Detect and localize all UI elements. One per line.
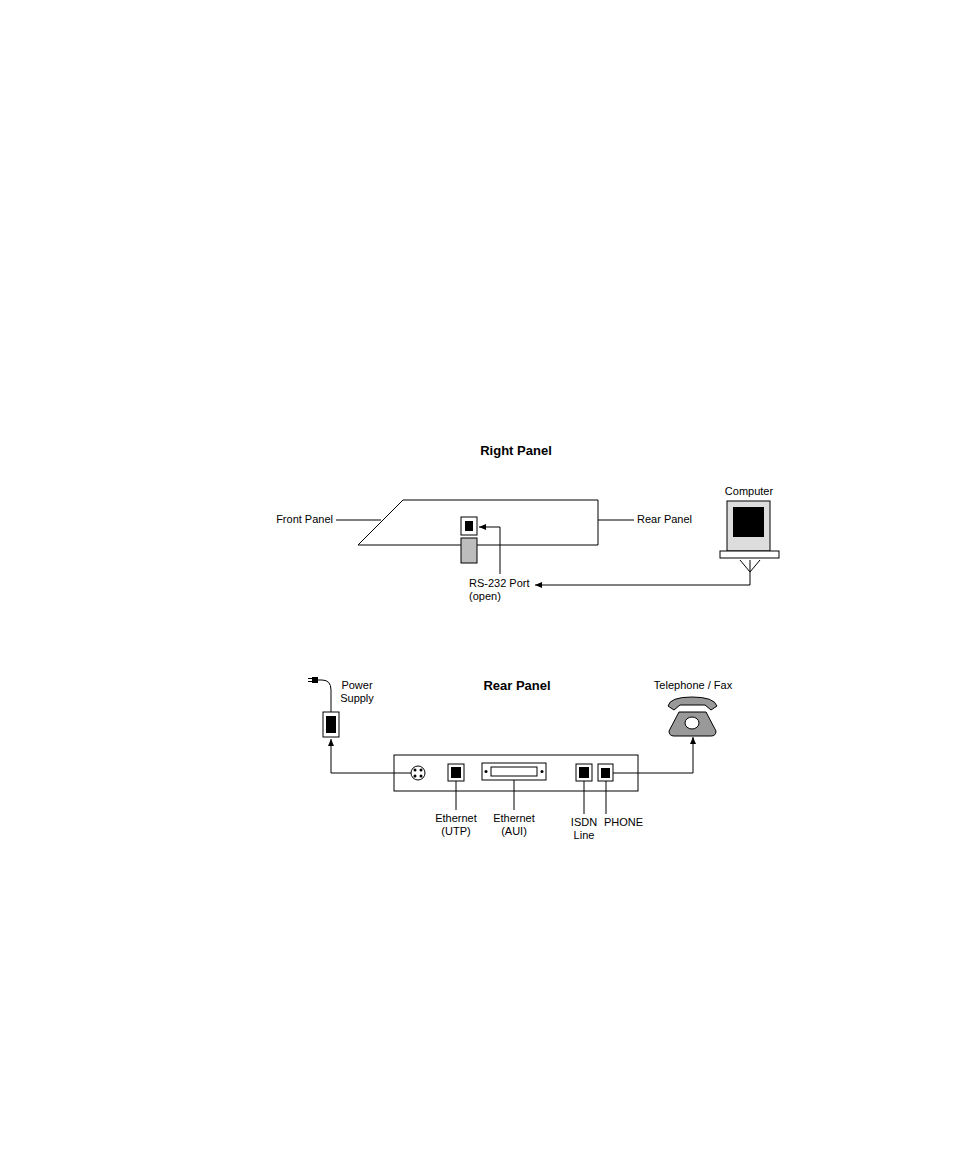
node-label: Power Supply — [336, 679, 378, 705]
cable-connector — [331, 739, 394, 773]
rs232-jack — [465, 521, 473, 531]
cable-connector — [638, 737, 693, 773]
port-label: ISDN Line — [567, 816, 601, 842]
part-label: Rear Panel — [637, 513, 717, 526]
rear-panel-node: Rear Panel — [394, 755, 638, 791]
telephone-icon — [668, 697, 717, 736]
leader-line — [606, 781, 607, 814]
leader-line — [514, 780, 515, 810]
port-label: RS-232 Port (open) — [469, 577, 532, 603]
telephone-node: Telephone / Fax — [666, 696, 720, 736]
node-label: Telephone / Fax — [638, 679, 748, 692]
leader-line — [479, 527, 500, 574]
leader-line — [598, 520, 634, 521]
power-adapter-icon — [308, 677, 339, 737]
port-label: PHONE — [604, 816, 664, 829]
rs232-port — [461, 517, 477, 535]
power-supply-node: Power Supply — [320, 710, 342, 738]
panel-heading: Right Panel — [416, 443, 616, 458]
port-label: Ethernet (AUI) — [488, 812, 540, 838]
computer-node: Computer — [720, 500, 780, 560]
cable-connector — [535, 560, 750, 585]
port-cover — [461, 538, 477, 563]
leader-line — [336, 520, 381, 521]
part-label: Front Panel — [250, 513, 333, 526]
panel-heading: Rear Panel — [457, 678, 577, 693]
device-panel: Right Panel — [358, 500, 598, 546]
leader-line — [456, 781, 457, 810]
port-label: Ethernet (UTP) — [430, 812, 482, 838]
node-label: Computer — [709, 485, 789, 498]
node-label: RS-232 Port (open) — [469, 577, 537, 603]
device-outline — [358, 500, 598, 545]
leader-line — [584, 781, 585, 814]
rear-panel-box — [394, 755, 638, 791]
